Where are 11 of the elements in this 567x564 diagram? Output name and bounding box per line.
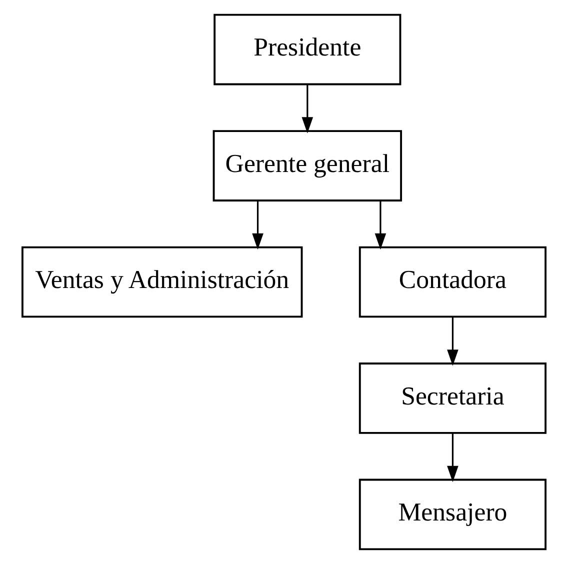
node-box: Secretaria <box>358 362 546 434</box>
arrow <box>374 200 386 250</box>
node-box: Presidente <box>213 14 401 86</box>
node-box: Gerente general <box>212 130 402 202</box>
arrow <box>446 433 458 482</box>
arrow <box>446 316 458 366</box>
node-box: Mensajero <box>358 478 546 550</box>
arrow <box>252 200 263 250</box>
arrow <box>301 84 313 134</box>
node-box: Contadora <box>358 246 546 318</box>
node-box: Ventas y Administración <box>21 246 302 318</box>
